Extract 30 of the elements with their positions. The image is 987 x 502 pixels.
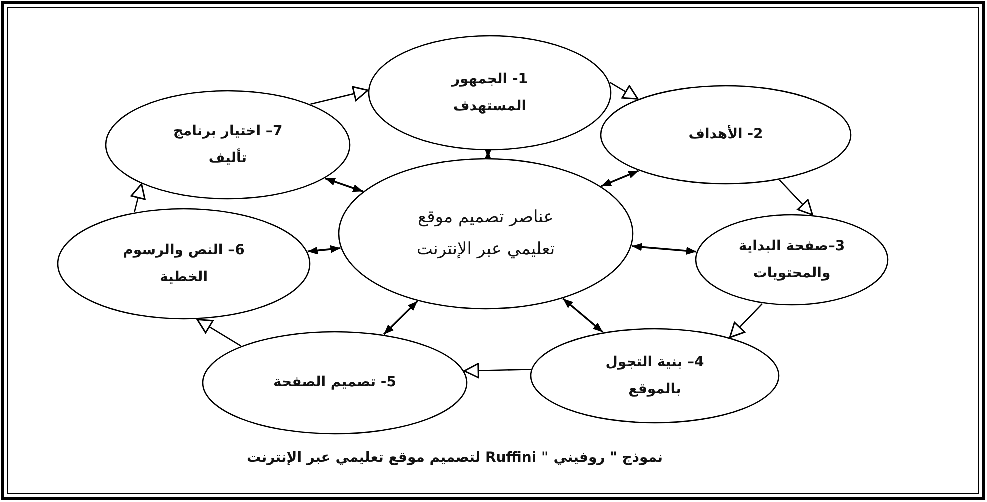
- topic-ellipse: [368, 35, 612, 151]
- topic-ellipse: [530, 328, 780, 424]
- node-label: 5- تصميم الصفحة: [272, 374, 398, 393]
- node-label: 1- الجمهور المستهدف: [450, 70, 530, 116]
- node-label: 4– بنية التجول بالموقع: [604, 353, 706, 399]
- arrow: [562, 298, 604, 334]
- topic-ellipse: [338, 158, 634, 310]
- arrow: [196, 318, 242, 347]
- arrow: [310, 86, 369, 105]
- topic-ellipse: [600, 85, 852, 185]
- node-label: 7– اختيار برنامج تأليف: [172, 122, 284, 168]
- caption: نموذج " روفيني " Ruffini لتصميم موقع تعليمي عبر الإنترنت: [246, 450, 664, 466]
- arrow: [601, 170, 639, 188]
- arrow: [325, 178, 364, 192]
- arrow: [130, 183, 146, 213]
- topic-ellipse: [695, 214, 889, 306]
- node-label: 6– النص والرسوم الخطية: [122, 241, 246, 287]
- node-label: عناصر تصميم موقع تعليمي عبر الإنترنت: [416, 206, 556, 262]
- arrow: [729, 303, 764, 338]
- topic-ellipse: [202, 331, 468, 435]
- topic-ellipse: [105, 90, 351, 200]
- topic-ellipse: [57, 208, 311, 320]
- arrow: [632, 243, 697, 256]
- arrow: [779, 180, 814, 216]
- arrow: [464, 363, 532, 379]
- arrow: [383, 300, 418, 336]
- arrow: [610, 82, 639, 100]
- node-label: 2- الأهداف: [688, 124, 764, 145]
- arrow: [308, 245, 341, 255]
- node-label: 3–صفحة البداية والمحتويات: [738, 237, 846, 283]
